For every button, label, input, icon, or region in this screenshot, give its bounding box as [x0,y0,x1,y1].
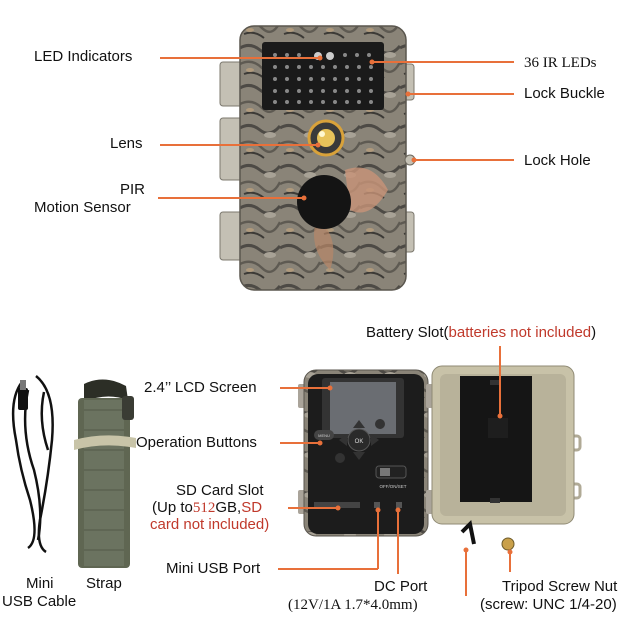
label-motion-sensor: Motion Sensor [34,199,131,216]
label-mini: Mini [26,575,54,592]
switch-label: OFF/ON/SET [380,484,407,489]
label-battery-slot: Battery Slot(batteries not included) [366,324,597,341]
label-sd-capacity: (Up to512GB,SD [152,499,263,516]
label-pir: PIR [120,181,146,198]
battery-note: batteries not included [448,324,592,341]
pir-sensor-icon [297,175,351,229]
strap-icon [74,379,136,568]
label-sd-not-included: card not included) [150,516,270,533]
label-operation-buttons: Operation Buttons [136,434,257,451]
label-dc-spec: (12V/1A 1.7*4.0mm) [288,597,418,613]
label-mini-usb-port: Mini USB Port [166,560,261,577]
label-lock-buckle: Lock Buckle [524,85,605,102]
label-lens: Lens [110,135,143,152]
front-leader-lines [158,57,514,199]
label-strap: Strap [86,575,122,592]
label-usb-cable: USB Cable [2,593,77,610]
label-tripod-spec: (screw: UNC 1/4-20) [480,596,617,613]
ir-led-grid [273,53,373,104]
label-tripod-screw-nut: Tripod Screw Nut [502,578,618,595]
label-lcd-screen: 2.4’’ LCD Screen [144,379,257,396]
trail-camera-front-icon [219,25,416,291]
bottom-leader-lines [278,346,511,596]
ok-button-label: OK [355,439,364,445]
battery-housing-icon [426,365,582,551]
label-led-indicators: LED Indicators [34,48,133,65]
label-ir-leds: 36 IR LEDs [524,55,597,71]
usb-cable-icon [11,375,54,554]
trail-camera-open-icon: MENU OK OFF/ON/SET [298,369,429,537]
label-dc-port: DC Port [374,578,428,595]
label-sd-card-slot: SD Card Slot [176,482,264,499]
label-lock-hole: Lock Hole [524,152,591,169]
menu-button-label: MENU [318,433,330,438]
